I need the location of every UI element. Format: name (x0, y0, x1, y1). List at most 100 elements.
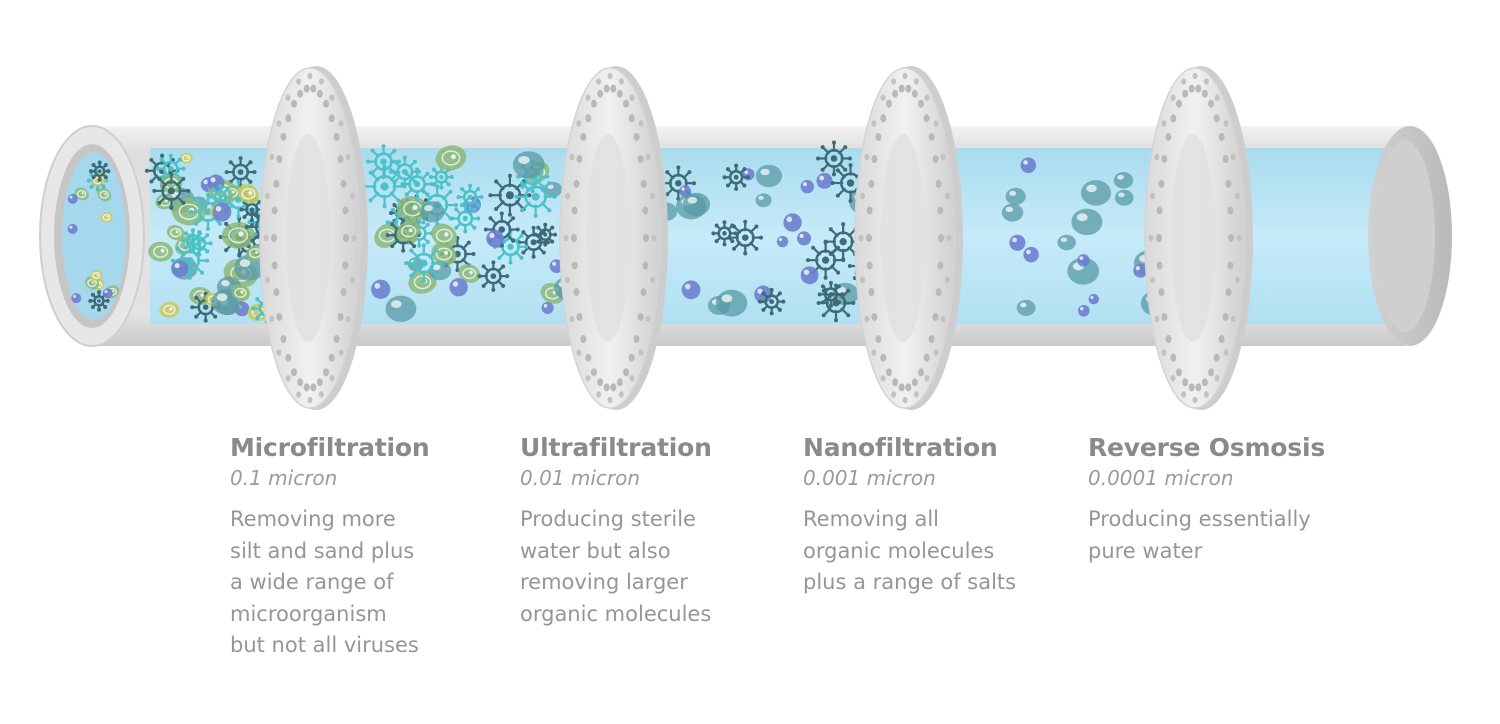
virus-particle (362, 164, 407, 209)
stage-description: Removing all organic molecules plus a ra… (803, 504, 1073, 599)
stage-title: Ultrafiltration (520, 433, 712, 462)
molecule-particle (1114, 189, 1134, 206)
bacteria-particle (100, 212, 113, 223)
ultrafiltration-membrane (559, 66, 668, 410)
virus-particle (404, 243, 444, 283)
description-line: Removing more (230, 507, 396, 531)
stage-description: Producing sterile water but also removin… (520, 504, 790, 630)
pipe-outlet-rim (1375, 140, 1435, 332)
stage-reverse-osmosis: Reverse Osmosis 0.0001 micron Producing … (1088, 432, 1358, 567)
salt-ion (1020, 157, 1037, 174)
description-line: organic molecules (520, 601, 712, 626)
description-line: silt and sand plus (230, 538, 415, 563)
stage-description: Removing more silt and sand plus a wide … (230, 504, 500, 662)
molecule-particle (1081, 180, 1111, 206)
salt-ion (1023, 246, 1039, 263)
description-line: a wide range of (230, 570, 394, 594)
virus-particle (450, 203, 481, 234)
pore-size: 0.01 micron (520, 466, 641, 490)
pipe-inlet-end (39, 125, 145, 347)
bacteria-particle (148, 241, 173, 262)
virus-particle (514, 175, 557, 218)
molecule-particle (715, 289, 748, 317)
salt-ion (1088, 293, 1100, 305)
pore-size: 0.0001 micron (1088, 466, 1234, 490)
molecule-particle (1113, 171, 1134, 189)
virus-particle (711, 220, 738, 247)
bacteria-particle (166, 225, 185, 241)
description-line: but not all viruses (230, 633, 419, 657)
molecule-particle (234, 254, 265, 281)
stage-title: Nanofiltration (803, 433, 998, 462)
molecule-particle (419, 201, 445, 223)
salt-ion (371, 279, 391, 299)
virus-particle (477, 260, 510, 292)
bacteria-particle (431, 242, 457, 266)
bacteria-particle (155, 193, 175, 210)
bacteria-particle (237, 183, 260, 204)
salt-ion (71, 293, 82, 304)
molecule-particle (1071, 208, 1103, 236)
stage-ultrafiltration: Ultrafiltration 0.01 micron Producing st… (520, 432, 790, 630)
molecule-particle (1057, 234, 1076, 251)
molecule-particle (682, 192, 711, 216)
salt-ion (783, 213, 802, 232)
description-line: Removing all (803, 507, 939, 531)
virus-particle (533, 222, 558, 247)
molecule-particle (755, 193, 772, 208)
virus-particle (88, 160, 111, 182)
molecule-particle (512, 151, 545, 179)
pore-size: 0.1 micron (230, 466, 338, 490)
microfiltration-membrane (259, 66, 368, 410)
salt-ion (541, 301, 554, 314)
nanofiltration-membrane (854, 66, 963, 410)
salt-ion (171, 260, 189, 277)
salt-ion (207, 174, 225, 192)
salt-ion (776, 235, 789, 248)
salt-ion (800, 179, 815, 194)
molecule-particle (1016, 299, 1036, 316)
molecule-particle (755, 164, 783, 188)
virus-particle (366, 144, 401, 180)
salt-ion (1009, 234, 1026, 251)
molecule-particle (1001, 203, 1024, 222)
molecule-particle (544, 181, 563, 197)
salt-ion (486, 229, 504, 248)
bacteria-particle (74, 187, 89, 201)
virus-particle (400, 167, 434, 201)
salt-ion (449, 278, 468, 297)
stage-description: Producing essentially pure water (1088, 504, 1358, 567)
salt-ion (800, 266, 819, 285)
salt-ion (1077, 304, 1090, 317)
stage-nanofiltration: Nanofiltration 0.001 micron Removing all… (803, 432, 1073, 599)
bacteria-particle (231, 284, 250, 302)
bacteria-particle (90, 270, 103, 281)
bacteria-particle (159, 301, 180, 318)
description-line: water but also (520, 538, 671, 563)
description-line: plus a range of salts (803, 570, 1017, 594)
bacteria-particle (396, 220, 421, 242)
virus-particle (816, 283, 856, 323)
salt-ion (681, 280, 701, 300)
molecule-particle (385, 295, 417, 322)
description-line: organic molecules (803, 538, 995, 563)
virus-particle (757, 287, 786, 316)
description-line: Producing essentially (1088, 507, 1311, 531)
salt-ion (102, 288, 113, 299)
description-line: Producing sterile (520, 507, 696, 531)
salt-ion (67, 193, 78, 204)
stage-title: Microfiltration (230, 433, 430, 462)
virus-particle (152, 171, 191, 210)
salt-ion (67, 223, 78, 234)
stage-title: Reverse Osmosis (1088, 433, 1326, 462)
salt-ion (1133, 263, 1148, 278)
bacteria-particle (179, 152, 193, 164)
bacteria-particle (435, 145, 467, 171)
reverse-osmosis-membrane (1144, 66, 1253, 410)
salt-ion (212, 202, 232, 222)
bacteria-particle (97, 188, 112, 202)
description-line: microorganism (230, 601, 387, 626)
pore-size: 0.001 micron (803, 466, 936, 490)
virus-particle (180, 228, 206, 253)
stage-microfiltration: Microfiltration 0.1 micron Removing more… (230, 432, 500, 662)
